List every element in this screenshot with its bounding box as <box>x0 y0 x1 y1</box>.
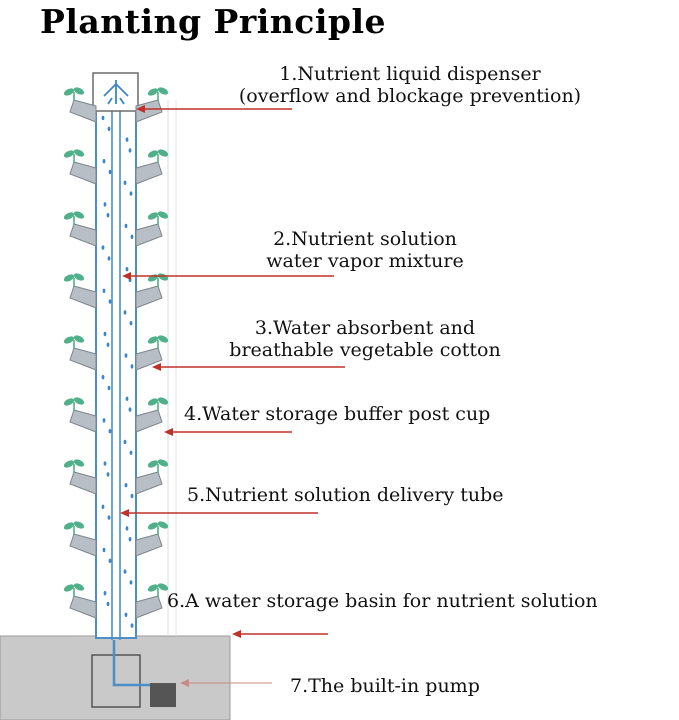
water-drop <box>102 547 106 553</box>
water-drop <box>130 234 134 239</box>
water-drop <box>125 267 129 272</box>
pump-pipe <box>112 640 152 687</box>
label-dispenser: 1.Nutrient liquid dispenser (overflow an… <box>205 63 615 107</box>
water-drop <box>101 115 105 121</box>
water-drop <box>103 591 107 596</box>
plant-cups <box>63 87 169 619</box>
water-drop <box>125 526 129 531</box>
label-storage-basin: 6.A water storage basin for nutrient sol… <box>167 590 598 612</box>
arrow-dispenser <box>136 105 292 113</box>
water-drop <box>103 331 107 337</box>
plant-cup <box>135 335 169 371</box>
water-drop <box>106 601 110 607</box>
plant-cup <box>63 211 97 247</box>
water-drop <box>103 202 107 207</box>
label-dispenser-line2: (overflow and blockage prevention) <box>238 85 582 107</box>
water-drop <box>129 191 133 196</box>
water-drop <box>108 169 112 175</box>
water-drops <box>101 115 134 628</box>
water-drop <box>103 461 107 466</box>
water-drop <box>130 364 134 369</box>
plant-cup <box>135 397 169 433</box>
water-drop <box>108 429 112 434</box>
plant-cup <box>63 397 97 433</box>
water-drop <box>107 515 111 520</box>
plant-cup <box>135 521 169 557</box>
plant-cup <box>63 273 97 309</box>
water-drop <box>124 483 128 488</box>
arrow-storage-basin <box>232 630 328 638</box>
plant-cup <box>135 273 169 309</box>
water-drop <box>107 385 111 391</box>
water-drop <box>101 375 105 380</box>
water-drop <box>128 148 132 153</box>
label-vegetable-cotton: 3.Water absorbent and breathable vegetab… <box>200 317 530 361</box>
built-in-pump <box>150 683 176 707</box>
pump-housing <box>91 654 141 708</box>
arrow-delivery-tube <box>120 509 318 517</box>
water-drop <box>125 137 129 142</box>
label-built-in-pump: 7.The built-in pump <box>290 675 480 697</box>
water-drop <box>124 612 128 617</box>
pointer-arrows <box>120 105 345 687</box>
water-drop <box>123 569 127 574</box>
label-buffer-cup: 4.Water storage buffer post cup <box>184 403 491 425</box>
water-drop <box>130 493 134 499</box>
water-drop <box>128 537 132 542</box>
label-cotton-line2: breathable vegetable cotton <box>229 339 501 361</box>
tower-body <box>95 109 137 639</box>
water-drop <box>123 439 127 445</box>
water-drop <box>101 504 105 509</box>
dispenser-spray <box>103 80 129 105</box>
plant-cup <box>135 149 169 185</box>
plant-cup <box>63 521 97 557</box>
plant-cup <box>135 211 169 247</box>
water-drop <box>106 213 110 218</box>
water-drop <box>129 580 133 585</box>
water-drop <box>129 321 133 326</box>
page-title: Planting Principle <box>40 2 387 41</box>
water-drop <box>107 256 111 261</box>
water-drop <box>124 353 128 358</box>
water-drop <box>101 245 105 250</box>
water-drop <box>123 310 127 315</box>
arrow-vegetable-cotton <box>152 363 345 371</box>
label-vapor-line1: 2.Nutrient solution <box>273 228 457 250</box>
water-drop <box>123 180 127 185</box>
water-drop <box>129 450 133 455</box>
plant-cup <box>135 87 169 123</box>
water-drop <box>106 342 110 347</box>
label-dispenser-line1: 1.Nutrient liquid dispenser <box>279 63 541 85</box>
plant-cup <box>63 149 97 185</box>
water-drop <box>108 558 112 563</box>
water-drop <box>130 623 134 628</box>
water-drop <box>102 288 106 293</box>
label-vapor-mixture: 2.Nutrient solution water vapor mixture <box>230 228 500 272</box>
water-drop <box>128 407 132 412</box>
water-drop <box>108 299 112 304</box>
water-drop <box>125 396 129 401</box>
plant-cup <box>135 583 169 619</box>
water-drop <box>102 418 106 423</box>
label-delivery-tube: 5.Nutrient solution delivery tube <box>187 484 504 506</box>
water-drop <box>107 126 111 131</box>
label-cotton-line1: 3.Water absorbent and <box>254 317 476 339</box>
arrow-built-in-pump <box>180 679 272 687</box>
plant-cup <box>63 459 97 495</box>
plant-cup <box>135 459 169 495</box>
water-drop <box>106 472 110 477</box>
water-drop <box>102 159 106 164</box>
plant-cup <box>63 583 97 619</box>
plant-cup <box>63 87 97 123</box>
arrow-buffer-cup <box>164 428 292 436</box>
water-drop <box>124 223 128 229</box>
label-vapor-line2: water vapor mixture <box>266 250 464 272</box>
arrow-vapor-mixture <box>122 272 334 280</box>
plant-cup <box>63 335 97 371</box>
